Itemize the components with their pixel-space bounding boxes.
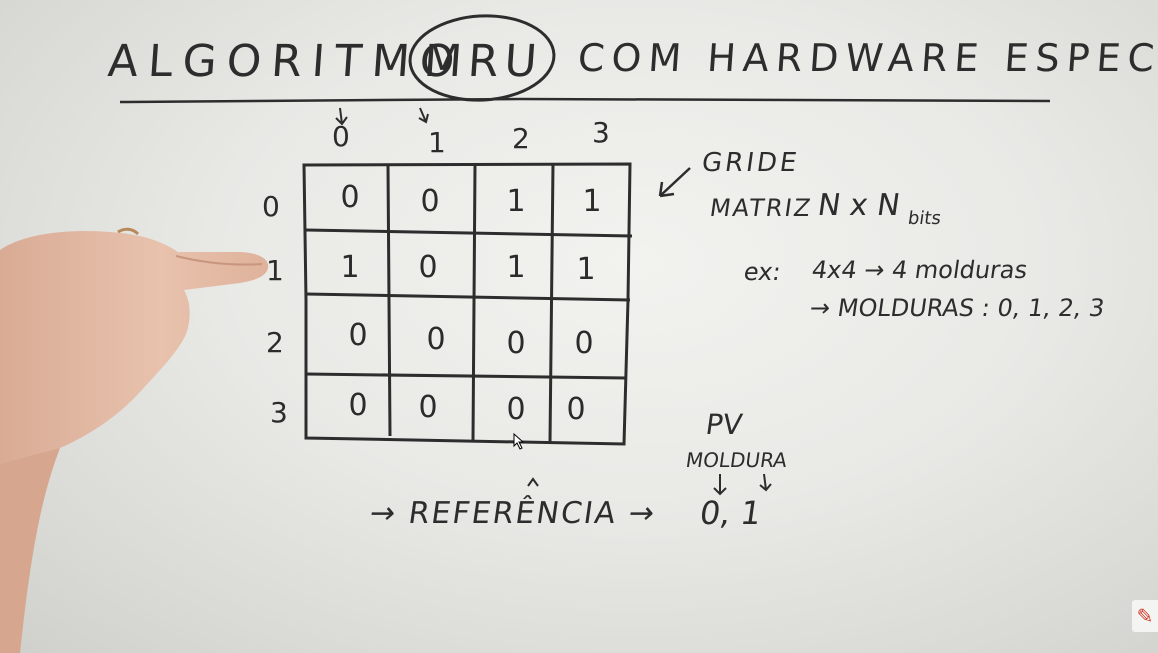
grid-hline-3 — [305, 372, 627, 380]
cell-3-1: 0 — [418, 390, 438, 425]
note-gride: GRIDE — [699, 148, 802, 178]
grid-hline-1 — [305, 228, 633, 238]
pointing-hand — [0, 227, 269, 653]
grid-vline-2 — [471, 164, 477, 441]
note-frames: → MOLDURAS : 0, 1, 2, 3 — [808, 294, 1107, 322]
note-moldura: MOLDURA — [684, 448, 789, 472]
grid-border — [302, 162, 632, 446]
note-matrix-unit: bits — [906, 208, 943, 229]
accent-mark — [527, 477, 539, 487]
cell-1-2: 1 — [506, 250, 526, 285]
cell-1-3: 1 — [576, 252, 596, 287]
col-header-1: 1 — [428, 126, 446, 159]
cell-0-0: 0 — [340, 180, 360, 215]
row-header-2: 2 — [266, 326, 284, 359]
note-reference: → REFERÊNCIA → — [367, 496, 659, 531]
row-header-0: 0 — [262, 190, 280, 223]
col0-arrow — [335, 107, 348, 126]
cell-2-2: 0 — [506, 326, 526, 361]
moldura-arrow-left — [713, 474, 727, 496]
note-example-text: 4x4 → 4 molduras — [810, 256, 1030, 284]
cell-3-2: 0 — [506, 392, 526, 427]
note-matriz: MATRIZ — [708, 194, 815, 222]
row-header-3: 3 — [270, 396, 288, 429]
grid-vline-3 — [548, 163, 555, 443]
col-header-3: 3 — [592, 116, 610, 149]
grid-vline-1 — [386, 165, 392, 437]
cell-1-1: 0 — [418, 250, 438, 285]
col-header-0: 0 — [332, 120, 350, 153]
note-matrix-dims: N x N — [815, 188, 903, 223]
cell-0-2: 1 — [506, 184, 526, 219]
col-header-2: 2 — [512, 122, 530, 155]
note-reference-value: 0, 1 — [697, 494, 764, 532]
cell-2-1: 0 — [426, 322, 446, 357]
cell-2-3: 0 — [574, 326, 594, 361]
cell-1-0: 1 — [340, 250, 360, 285]
grid-hline-2 — [305, 292, 631, 302]
note-example-prefix: ex: — [742, 258, 783, 286]
cell-3-3: 0 — [566, 392, 586, 427]
moldura-arrow-right — [759, 473, 772, 492]
cell-0-3: 1 — [582, 184, 602, 219]
title-underline — [119, 97, 1051, 104]
col1-arrow — [418, 107, 429, 124]
gride-arrow — [658, 167, 691, 198]
cell-2-0: 0 — [348, 318, 368, 353]
mru-circle — [408, 14, 556, 102]
pen-tool-icon[interactable]: ✎ — [1132, 600, 1158, 632]
cell-0-1: 0 — [420, 184, 440, 219]
note-pv: PV — [703, 408, 745, 441]
row-header-1: 1 — [266, 254, 284, 287]
cell-3-0: 0 — [348, 388, 368, 423]
